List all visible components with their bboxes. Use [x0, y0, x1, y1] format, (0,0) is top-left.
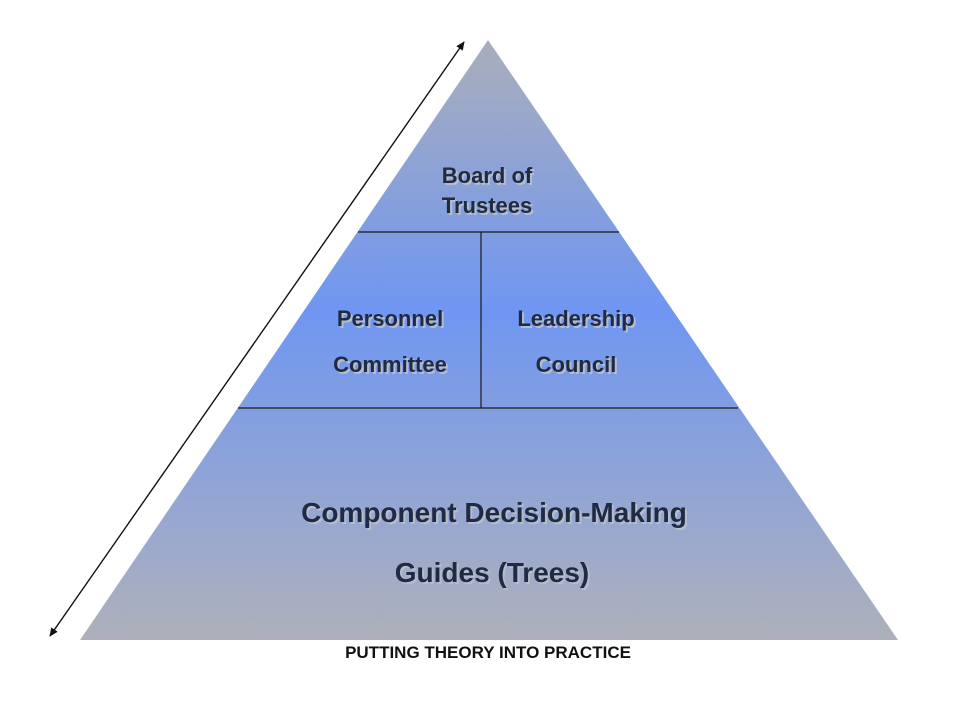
caption: PUTTING THEORY INTO PRACTICE: [345, 643, 631, 662]
hierarchy-arrow: [49, 41, 465, 637]
svg-text:Personnel: Personnel: [337, 306, 443, 331]
svg-text:Committee: Committee: [333, 352, 447, 377]
component-guides-label: Component Decision-Making Component Deci…: [301, 497, 689, 590]
svg-text:Council: Council: [536, 352, 617, 377]
pyramid-body: [80, 40, 898, 640]
personnel-committee-label: Personnel Personnel Committee Committee: [333, 306, 449, 379]
svg-text:Component Decision-Making: Component Decision-Making: [301, 497, 687, 528]
svg-text:Leadership: Leadership: [519, 308, 636, 333]
svg-text:Guides (Trees): Guides (Trees): [395, 557, 590, 588]
svg-text:Leadership: Leadership: [517, 306, 634, 331]
svg-text:Personnel: Personnel: [339, 308, 445, 333]
svg-text:Guides (Trees): Guides (Trees): [397, 559, 592, 590]
svg-text:Board of: Board of: [444, 165, 535, 190]
board-of-trustees-label: Board of Board of Trustees Trustees: [442, 163, 535, 220]
svg-text:Component Decision-Making: Component Decision-Making: [303, 499, 689, 530]
svg-text:Trustees: Trustees: [442, 193, 533, 218]
svg-text:Committee: Committee: [335, 354, 449, 379]
svg-text:Board of: Board of: [442, 163, 533, 188]
svg-text:Council: Council: [538, 354, 619, 379]
svg-text:Trustees: Trustees: [444, 195, 535, 220]
leadership-council-label: Leadership Leadership Council Council: [517, 306, 636, 379]
